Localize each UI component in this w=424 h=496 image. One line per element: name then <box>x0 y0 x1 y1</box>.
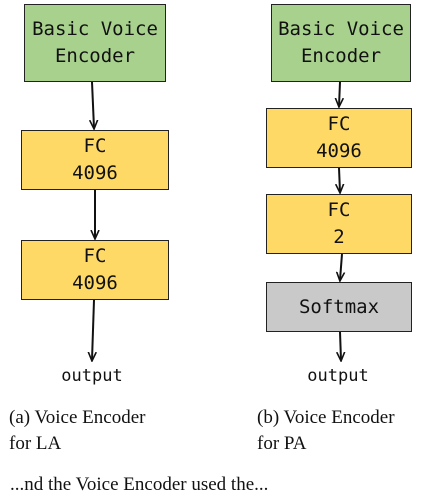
left-fc2-line1: FC <box>83 245 107 267</box>
right-fc1-box: FC 4096 <box>266 108 412 168</box>
left-fc2-line2: 4096 <box>72 272 118 294</box>
right-fc1-line2: 4096 <box>316 140 362 162</box>
truncated-body-text: ...nd the Voice Encoder used the... <box>10 474 269 495</box>
left-fc1-line2: 4096 <box>72 162 118 184</box>
left-fc1-box: FC 4096 <box>21 130 169 190</box>
arrow-layer <box>0 81 424 484</box>
left-fc1-line1: FC <box>83 135 107 157</box>
arrow-fc1-to-fc2-right <box>339 167 340 192</box>
arrow-encoder-to-fc1-left <box>92 81 94 128</box>
right-caption-line1: (b) Voice Encoder <box>257 407 395 428</box>
arrow-softmax-to-output-right <box>340 331 341 360</box>
right-softmax-box: Softmax <box>266 282 412 332</box>
left-fc2-box: FC 4096 <box>21 240 169 300</box>
right-encoder-line2: Encoder <box>300 45 382 67</box>
left-basic-voice-encoder-box: Basic Voice Encoder <box>24 4 166 82</box>
left-encoder-line2: Encoder <box>54 45 136 67</box>
left-caption-line1: (a) Voice Encoder <box>9 407 146 428</box>
right-output-label: output <box>307 366 369 386</box>
left-encoder-line1: Basic Voice <box>32 18 158 40</box>
right-fc2-line2: 2 <box>333 226 345 248</box>
right-softmax-label: Softmax <box>298 295 380 318</box>
right-caption-line2: for PA <box>257 433 307 454</box>
arrow-fc2-to-output-left <box>92 299 94 360</box>
right-fc2-box: FC 2 <box>266 194 412 254</box>
right-fc1-line1: FC <box>327 113 351 135</box>
arrow-fc2-to-softmax-right <box>340 253 342 280</box>
right-fc2-line1: FC <box>327 199 351 221</box>
right-basic-voice-encoder-box: Basic Voice Encoder <box>271 4 411 82</box>
left-caption-line2: for LA <box>9 433 62 454</box>
left-output-label: output <box>61 366 123 386</box>
right-encoder-line1: Basic Voice <box>278 18 404 40</box>
arrow-encoder-to-fc1-right <box>339 81 340 106</box>
left-caption: (a) Voice Encoder for LA <box>9 405 199 457</box>
right-caption: (b) Voice Encoder for PA <box>257 405 424 457</box>
